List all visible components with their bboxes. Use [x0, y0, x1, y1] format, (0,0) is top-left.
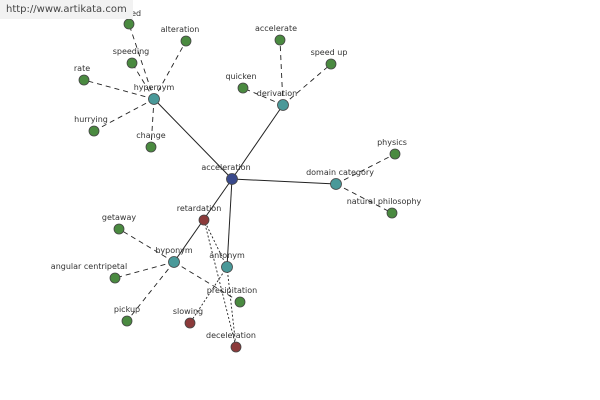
node-label-retardation: retardation [177, 204, 222, 213]
edge-derivation-speed-up [282, 63, 332, 106]
node-dot-derivation[interactable] [277, 99, 289, 111]
edge-retardation-deceleration [203, 219, 237, 348]
node-acceleration[interactable]: acceleration [201, 163, 251, 185]
node-alteration[interactable]: alteration [161, 25, 200, 47]
node-label-derivation: derivation [257, 89, 297, 98]
edge-acceleration-hypernym [153, 98, 233, 180]
node-rate[interactable]: rate [74, 64, 90, 86]
node-speed-up[interactable]: speed up [311, 48, 348, 70]
node-label-slowing: slowing [173, 307, 203, 316]
node-derivation[interactable]: derivation [257, 89, 297, 111]
node-precipitation[interactable]: precipitation [207, 286, 257, 308]
edge-hyponym-precipitation [173, 261, 241, 303]
node-label-pickup: pickup [114, 305, 140, 314]
node-label-speeding: speeding [113, 47, 150, 56]
node-antonym[interactable]: antonym [209, 251, 245, 273]
node-label-quicken: quicken [225, 72, 256, 81]
node-label-physics: physics [377, 138, 407, 147]
edge-hyponym-getaway [118, 228, 175, 263]
node-dot-alteration[interactable] [180, 35, 192, 47]
node-dot-precipitation[interactable] [234, 296, 246, 308]
node-label-hurrying: hurrying [74, 115, 108, 124]
node-dot-deceleration[interactable] [230, 341, 242, 353]
edge-domain-category-physics [335, 153, 396, 185]
node-label-alteration: alteration [161, 25, 200, 34]
node-layer: acceleration hypernym derivation domain cat… [51, 9, 422, 353]
edge-acceleration-domain-category [231, 178, 337, 185]
edge-hypernym-rate [83, 79, 155, 100]
node-label-change: change [136, 131, 166, 140]
node-getaway[interactable]: getaway [102, 213, 136, 235]
node-dot-hurrying[interactable] [88, 125, 100, 137]
node-domain-category[interactable]: domain category [306, 168, 374, 190]
node-hypernym[interactable]: hypernym [134, 83, 175, 105]
edge-antonym-retardation [203, 219, 228, 268]
node-dot-speed[interactable] [123, 18, 135, 30]
node-dot-pickup[interactable] [121, 315, 133, 327]
edge-layer [83, 23, 396, 348]
node-dot-antonym[interactable] [221, 261, 233, 273]
node-angular-centripetal[interactable]: angular centripetal [51, 262, 127, 284]
node-dot-speed-up[interactable] [325, 58, 337, 70]
edge-hypernym-alteration [153, 40, 187, 100]
node-dot-retardation[interactable] [198, 214, 210, 226]
node-label-getaway: getaway [102, 213, 136, 222]
node-label-antonym: antonym [209, 251, 245, 260]
node-label-domain-category: domain category [306, 168, 374, 177]
node-label-deceleration: deceleration [206, 331, 256, 340]
edge-hypernym-speeding [131, 62, 155, 100]
node-change[interactable]: change [136, 131, 166, 153]
edge-derivation-quicken [242, 87, 284, 106]
node-label-hyponym: hyponym [155, 246, 193, 255]
node-dot-acceleration[interactable] [226, 173, 238, 185]
node-dot-hypernym[interactable] [148, 93, 160, 105]
node-pickup[interactable]: pickup [114, 305, 140, 327]
node-label-rate: rate [74, 64, 90, 73]
node-dot-change[interactable] [145, 141, 157, 153]
node-slowing[interactable]: slowing [173, 307, 203, 329]
node-label-angular-centripetal: angular centripetal [51, 262, 127, 271]
edge-hypernym-speed [128, 23, 155, 100]
node-label-acceleration: acceleration [201, 163, 250, 172]
edge-hyponym-pickup [126, 261, 175, 322]
node-retardation[interactable]: retardation [177, 204, 222, 226]
edge-hyponym-angular-centripetal [114, 261, 175, 279]
node-label-speed-up: speed up [311, 48, 348, 57]
edge-hypernym-hurrying [93, 98, 155, 132]
edge-hypernym-change [150, 98, 155, 148]
node-hurrying[interactable]: hurrying [74, 115, 108, 137]
node-dot-quicken[interactable] [237, 82, 249, 94]
edge-acceleration-derivation [231, 104, 284, 180]
node-label-hypernym: hypernym [134, 83, 175, 92]
node-hyponym[interactable]: hyponym [155, 246, 193, 268]
site-watermark: http://www.artikata.com [0, 0, 133, 19]
node-dot-physics[interactable] [389, 148, 401, 160]
edge-domain-category-natural-philosophy [335, 183, 393, 214]
node-dot-domain-category[interactable] [330, 178, 342, 190]
edge-acceleration-antonym [226, 178, 233, 268]
node-dot-natural-philosophy[interactable] [386, 207, 398, 219]
node-accelerate[interactable]: accelerate [255, 24, 297, 46]
node-dot-rate[interactable] [78, 74, 90, 86]
node-dot-angular-centripetal[interactable] [109, 272, 121, 284]
node-dot-speeding[interactable] [126, 57, 138, 69]
node-dot-accelerate[interactable] [274, 34, 286, 46]
node-speeding[interactable]: speeding [113, 47, 150, 69]
node-dot-getaway[interactable] [113, 223, 125, 235]
node-dot-slowing[interactable] [184, 317, 196, 329]
node-deceleration[interactable]: deceleration [206, 331, 256, 353]
node-label-natural-philosophy: natural philosophy [347, 197, 422, 206]
node-quicken[interactable]: quicken [225, 72, 257, 94]
node-dot-hyponym[interactable] [168, 256, 180, 268]
node-label-accelerate: accelerate [255, 24, 297, 33]
node-natural-philosophy[interactable]: natural philosophy [347, 197, 422, 219]
node-physics[interactable]: physics [377, 138, 407, 160]
edge-derivation-accelerate [279, 39, 284, 106]
edge-antonym-deceleration [226, 266, 237, 348]
node-label-precipitation: precipitation [207, 286, 257, 295]
edge-antonym-slowing [189, 266, 228, 324]
